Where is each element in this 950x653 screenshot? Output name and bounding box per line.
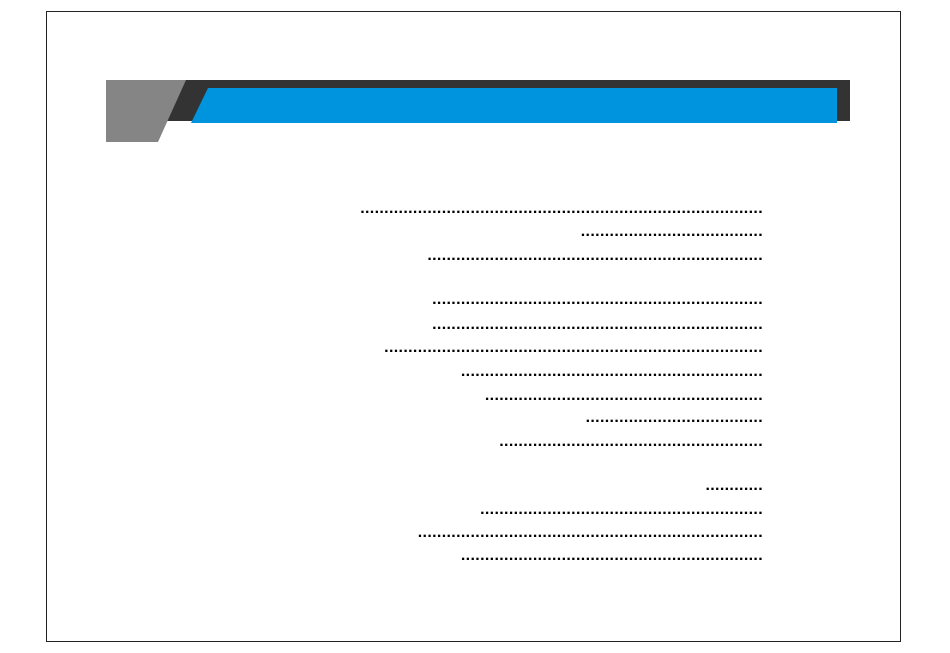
toc-leader: ........................................… [384,341,763,355]
toc-leader: ........................................… [460,549,763,563]
toc-leader: ........................................… [432,318,763,332]
header-gray-tab [106,80,186,142]
toc-leader: ........................................… [427,249,763,263]
toc-leader: ........................................… [360,202,763,216]
toc-leader: ............ [705,479,763,493]
toc-leader: ...................................... [580,225,763,239]
header-blue-bar [191,88,837,123]
toc-leader: ........................................… [460,365,763,379]
toc-leader: ........................................… [480,503,763,517]
toc-leader: ........................................… [499,435,763,449]
toc-leader: ........................................… [417,526,763,540]
toc-leader: ........................................… [432,293,763,307]
header-banner [106,80,850,142]
toc-leader: ........................................… [484,389,763,403]
toc-leader: ..................................... [585,411,763,425]
